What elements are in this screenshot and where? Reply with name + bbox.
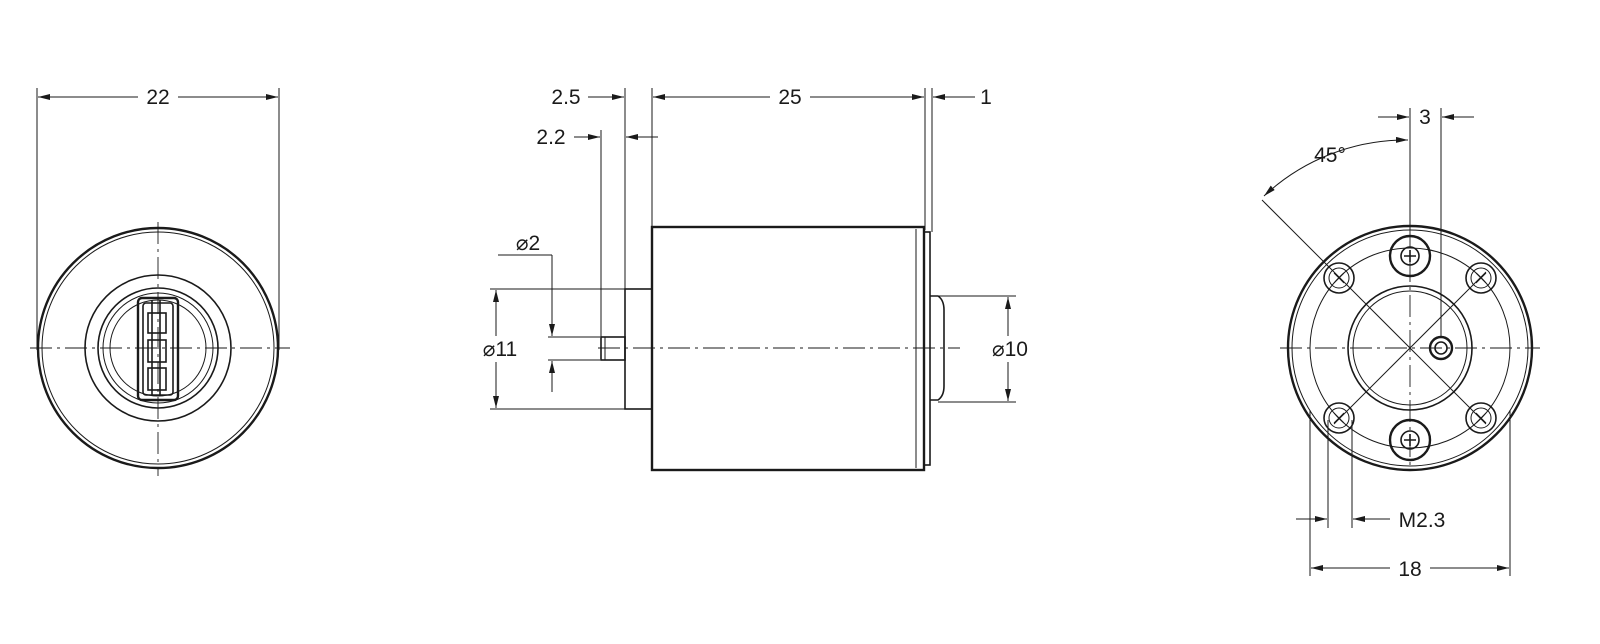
dim-label-d10: ⌀10 [992, 338, 1028, 361]
dim-label-2-5: 2.5 [551, 86, 580, 109]
rear-view: 3 45° M2.3 18 [1261, 106, 1540, 581]
rear-mount-hole-tr [1465, 262, 1497, 294]
side-rear-boss [930, 295, 945, 401]
dim-label-25: 25 [778, 86, 801, 109]
dim-label-45: 45° [1314, 144, 1346, 167]
side-body [650, 225, 926, 472]
side-view: 25 2.5 1 2.2 ⌀2 ⌀11 ⌀10 [474, 84, 1036, 472]
dim-label-22: 22 [146, 86, 169, 109]
side-shaft [600, 336, 626, 361]
dim-label-m23: M2.3 [1399, 509, 1446, 532]
rear-mount-hole-bl [1323, 402, 1355, 434]
dim-label-18: 18 [1398, 558, 1421, 581]
side-flange [624, 288, 653, 410]
dim-label-1: 1 [980, 86, 992, 109]
rear-mount-hole-tl [1323, 262, 1355, 294]
dim-label-d2: ⌀2 [516, 232, 540, 255]
dim-arc-45 [1263, 136, 1409, 197]
rear-mount-hole-br [1465, 402, 1497, 434]
side-rear-step [923, 231, 931, 466]
front-view: 22 [30, 84, 290, 476]
dim-label-3: 3 [1419, 106, 1431, 129]
dim-label-2-2: 2.2 [536, 126, 565, 149]
dim-label-d11: ⌀11 [483, 338, 517, 361]
